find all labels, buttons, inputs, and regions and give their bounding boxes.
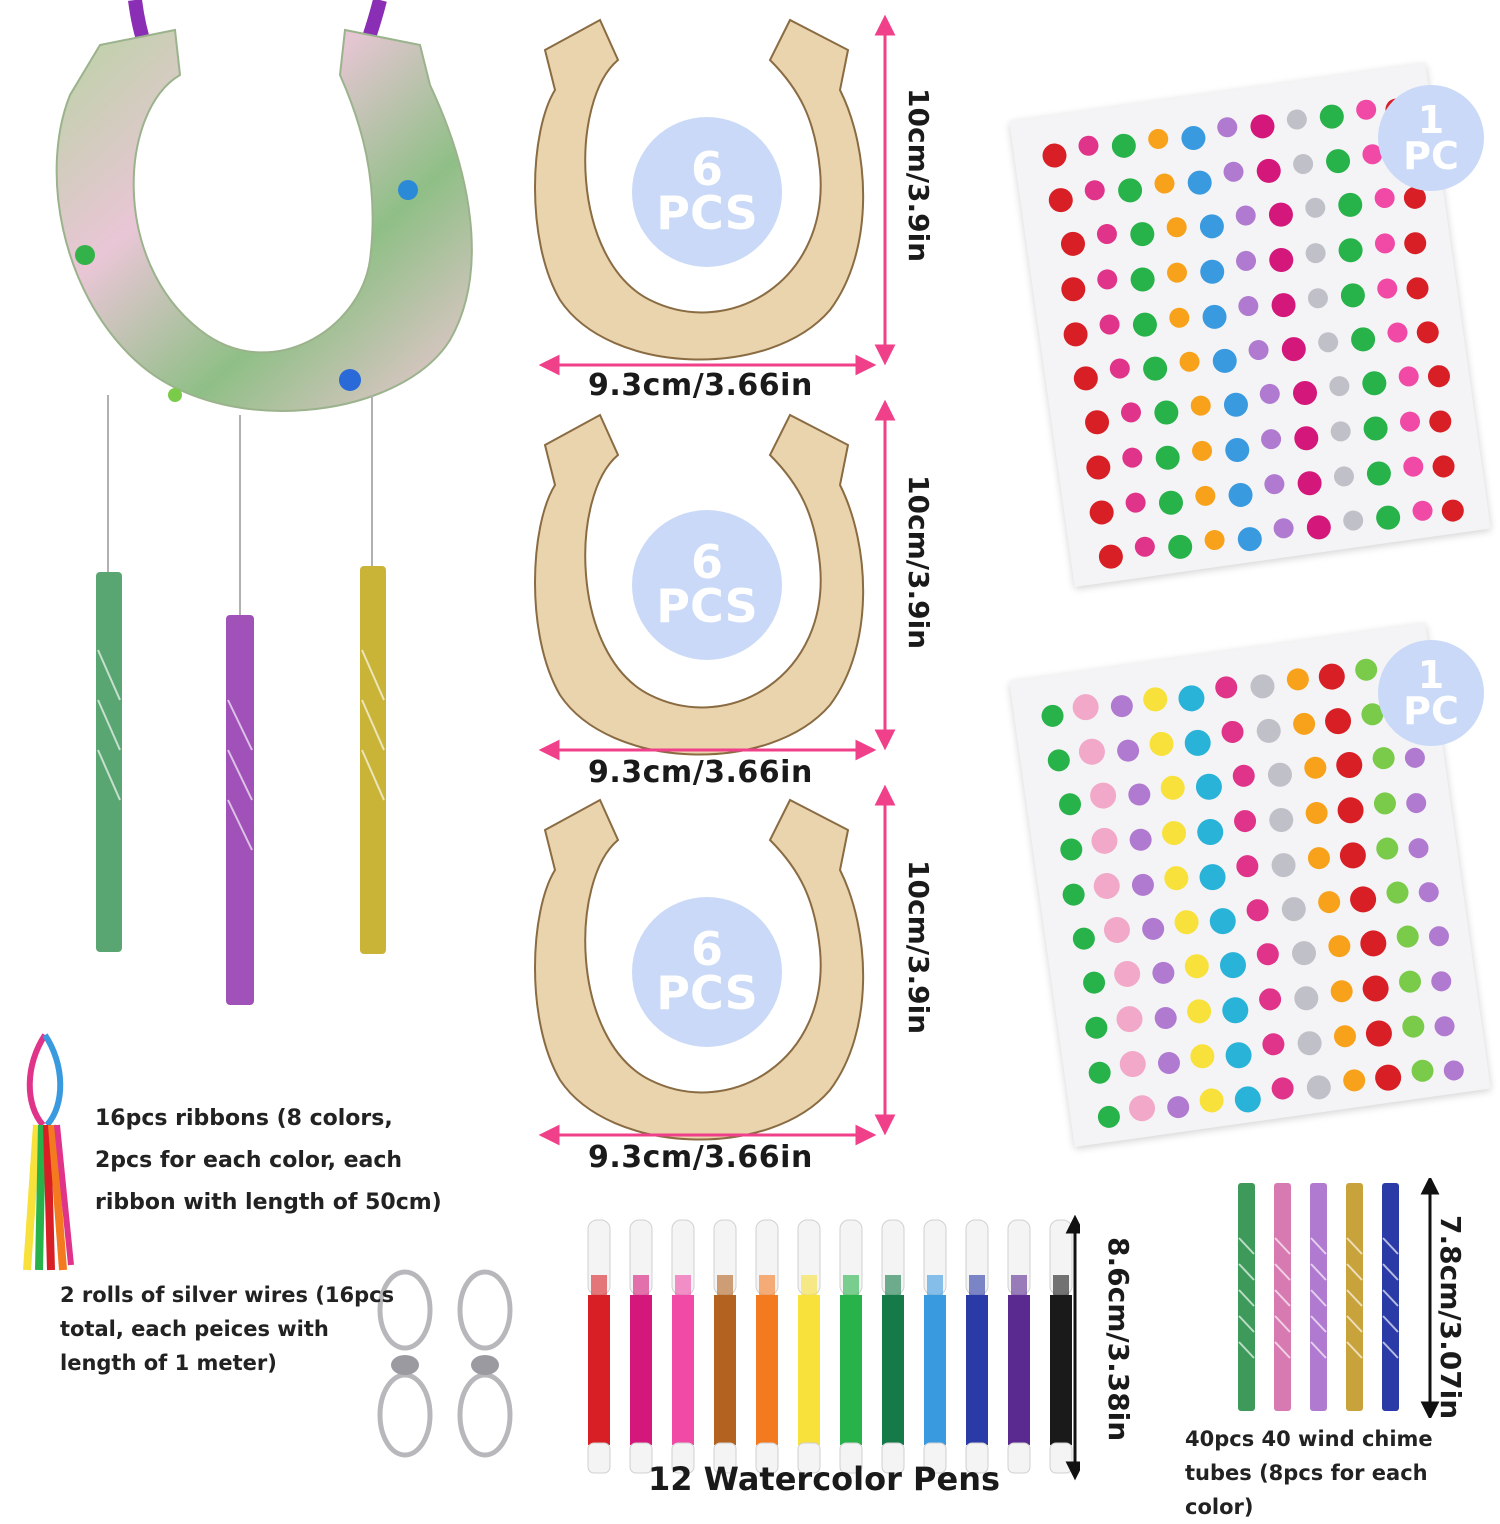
watercolor-pen [755, 1219, 779, 1474]
watercolor-pen [965, 1219, 989, 1474]
tubes-description: 40pcs 40 wind chime tubes (8pcs for each… [1185, 1427, 1433, 1519]
tubes-height-label: 7.8cm/3.07in [1434, 1215, 1467, 1420]
finished-wind-chime-illustration [55, 0, 473, 1005]
watercolor-pens-illustration [587, 1215, 1080, 1481]
wooden-horseshoe-1 [534, 18, 865, 361]
gem-sticker [168, 388, 182, 402]
chime-tube-purple [226, 615, 254, 1005]
silver-wires-description: 2 rolls of silver wires (16pcs total, ea… [60, 1283, 395, 1375]
horseshoe-height-label-1: 10cm/3.9in [902, 88, 935, 263]
chime-tube-green [96, 572, 122, 952]
watercolor-pen [713, 1219, 737, 1474]
ribbons-description: 16pcs ribbons (8 colors, 2pcs for each c… [95, 1106, 442, 1215]
watercolor-pen [1049, 1219, 1073, 1474]
watercolor-pen [1007, 1219, 1031, 1474]
horseshoe-width-label-1: 9.3cm/3.66in [588, 368, 813, 403]
watercolor-pen [839, 1219, 863, 1474]
horseshoe-height-label-2: 10cm/3.9in [902, 475, 935, 650]
watercolor-pen [629, 1219, 653, 1474]
gem-sticker [339, 369, 361, 391]
chime-tube-gold [360, 566, 386, 954]
wind-chime-tubes-illustration [1238, 1178, 1440, 1418]
watercolor-pen [587, 1219, 611, 1474]
pens-height-label: 8.6cm/3.38in [1102, 1237, 1135, 1442]
wooden-horseshoes-illustration [534, 14, 896, 1146]
horseshoe-width-label-2: 9.3cm/3.66in [588, 755, 813, 790]
watercolor-pen [923, 1219, 947, 1474]
horseshoe-width-label-3: 9.3cm/3.66in [588, 1140, 813, 1175]
silver-wire-rolls-illustration [377, 1269, 513, 1458]
watercolor-pen [881, 1219, 905, 1474]
painted-horseshoe [55, 28, 473, 412]
watercolor-pens-title: 12 Watercolor Pens [648, 1460, 1001, 1498]
gem-sticker [75, 245, 95, 265]
horseshoe-height-label-3: 10cm/3.9in [902, 860, 935, 1035]
ribbons-bundle-illustration [23, 1033, 74, 1271]
gem-sticker [398, 180, 418, 200]
watercolor-pen [797, 1219, 821, 1474]
wooden-horseshoe-2 [534, 413, 865, 756]
watercolor-pen [671, 1219, 695, 1474]
wooden-horseshoe-3 [534, 798, 865, 1141]
